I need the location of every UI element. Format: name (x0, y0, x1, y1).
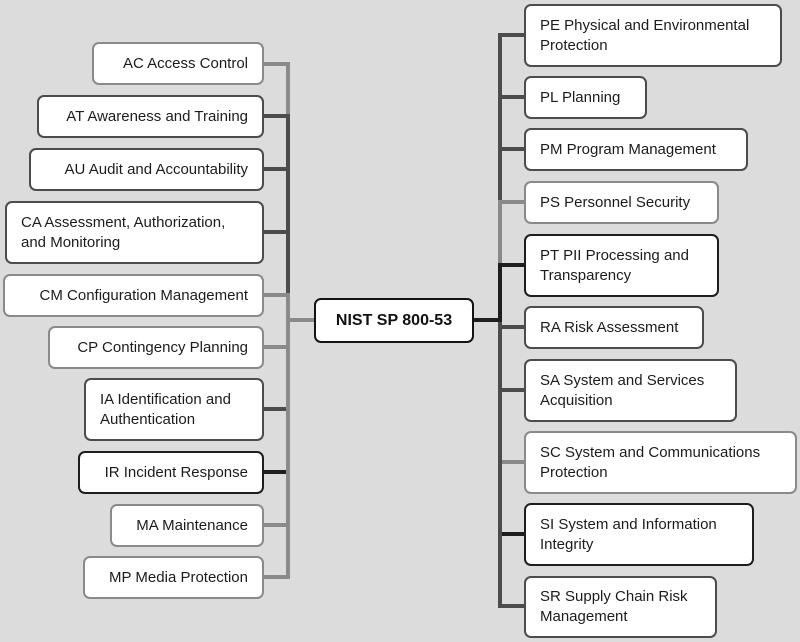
family-node-si: SI System and Information Integrity (524, 503, 754, 566)
family-node-sr: SR Supply Chain Risk Management (524, 576, 717, 638)
family-node-sc: SC System and Communications Protection (524, 431, 797, 494)
family-label: SA System and Services Acquisition (540, 371, 705, 409)
family-label: MA Maintenance (136, 516, 248, 534)
family-node-mp: MP Media Protection (83, 556, 264, 599)
central-node-label: NIST SP 800-53 (335, 311, 453, 329)
family-label: PS Personnel Security (540, 193, 691, 211)
family-node-au: AU Audit and Accountability (29, 148, 264, 191)
family-node-cm: CM Configuration Management (3, 274, 264, 317)
family-node-ma: MA Maintenance (110, 504, 264, 547)
family-label: IA Identification and Authentication (100, 390, 231, 428)
family-node-pt: PT PII Processing and Transparency (524, 234, 719, 297)
family-node-ia: IA Identification and Authentication (84, 378, 264, 441)
family-label: CM Configuration Management (39, 286, 248, 304)
family-node-ps: PS Personnel Security (524, 181, 719, 224)
family-node-ca: CA Assessment, Authorization, and Monito… (5, 201, 264, 264)
family-node-pm: PM Program Management (524, 128, 748, 171)
family-label: IR Incident Response (104, 463, 248, 481)
family-label: CA Assessment, Authorization, and Monito… (21, 213, 226, 251)
family-node-sa: SA System and Services Acquisition (524, 359, 737, 422)
family-label: AC Access Control (122, 54, 248, 72)
family-label: PE Physical and Environmental Protection (540, 16, 750, 54)
family-node-pl: PL Planning (524, 76, 647, 119)
family-node-cp: CP Contingency Planning (48, 326, 264, 369)
family-label: SI System and Information Integrity (540, 515, 717, 553)
family-node-ra: RA Risk Assessment (524, 306, 704, 349)
family-label: MP Media Protection (109, 568, 248, 586)
family-label: PL Planning (540, 88, 621, 106)
family-node-ac: AC Access Control (92, 42, 264, 85)
family-label: AU Audit and Accountability (64, 160, 248, 178)
family-label: RA Risk Assessment (540, 318, 679, 336)
family-node-at: AT Awareness and Training (37, 95, 264, 138)
family-label: SC System and Communications Protection (540, 443, 761, 481)
family-label: PM Program Management (540, 140, 716, 158)
family-label: CP Contingency Planning (77, 338, 248, 356)
central-node: NIST SP 800-53 (314, 298, 474, 343)
family-node-pe: PE Physical and Environmental Protection (524, 4, 782, 67)
family-label: SR Supply Chain Risk Management (540, 588, 688, 625)
family-node-ir: IR Incident Response (78, 451, 264, 494)
family-label: PT PII Processing and Transparency (540, 246, 689, 284)
family-label: AT Awareness and Training (66, 107, 248, 125)
